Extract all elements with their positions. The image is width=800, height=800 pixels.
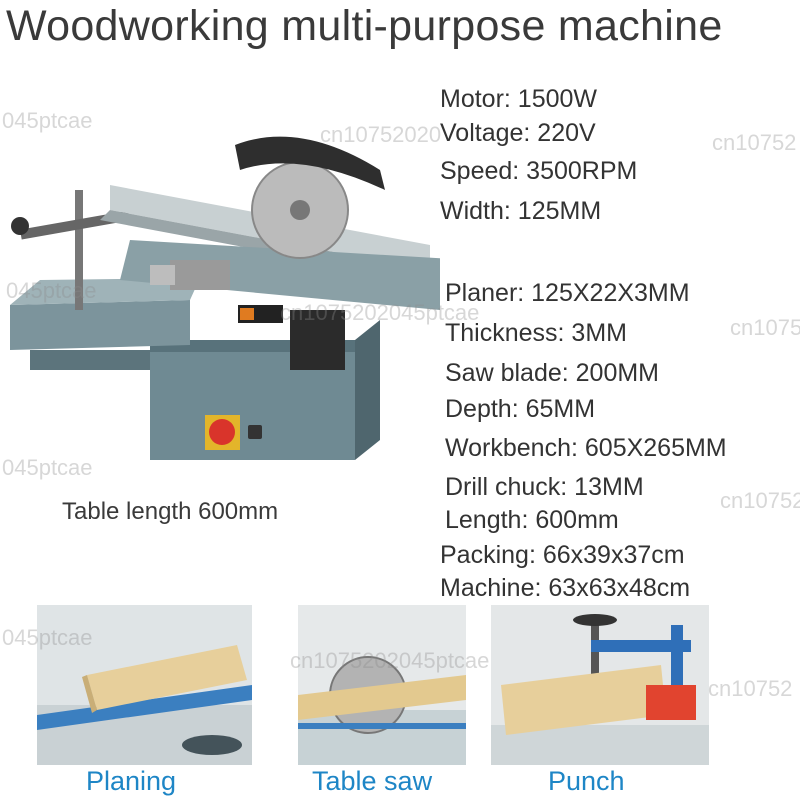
thumbnail-label-table-saw: Table saw xyxy=(312,766,433,796)
spec-width: Width: 125MM xyxy=(440,197,602,225)
watermark: cn10752 xyxy=(720,488,800,513)
thumbnail-label-planing: Planing xyxy=(86,766,177,796)
spec-workbench: Workbench: 605X265MM xyxy=(445,434,727,462)
spec-drill-chuck: Drill chuck: 13MM xyxy=(445,473,644,501)
spec-machine: Machine: 63x63x48cm xyxy=(440,574,691,602)
page-title: Woodworking multi-purpose machine xyxy=(6,2,723,50)
watermark: cn10752 xyxy=(730,315,800,340)
spec-thickness: Thickness: 3MM xyxy=(445,319,627,347)
watermark: cn1075202045ptcae xyxy=(280,300,480,325)
watermark: cn10752020 xyxy=(320,122,442,147)
machine-image xyxy=(10,136,440,460)
watermark: cn10752 xyxy=(708,676,793,701)
thumbnail-label-punch: Punch xyxy=(548,766,625,796)
thumbnail-punch xyxy=(491,605,709,765)
watermark: cn10752 xyxy=(712,130,797,155)
thumbnail-table-saw xyxy=(298,605,466,765)
watermark: 045ptcae xyxy=(6,278,97,303)
spec-packing: Packing: 66x39x37cm xyxy=(440,541,685,569)
spec-length: Length: 600mm xyxy=(445,506,619,534)
watermark: 045ptcae xyxy=(2,625,93,650)
spec-list: Motor: 1500W Voltage: 220V Speed: 3500RP… xyxy=(440,85,727,602)
table-length-caption: Table length 600mm xyxy=(62,498,279,525)
spec-planer: Planer: 125X22X3MM xyxy=(445,279,690,307)
watermark: 045ptcae xyxy=(2,455,93,480)
watermark: cn1075202045ptcae xyxy=(290,648,490,673)
stop-button-icon xyxy=(209,419,235,445)
spec-depth: Depth: 65MM xyxy=(445,395,596,423)
spec-speed: Speed: 3500RPM xyxy=(440,157,638,185)
spec-saw-blade: Saw blade: 200MM xyxy=(445,359,660,387)
watermark: 045ptcae xyxy=(2,108,93,133)
thumbnail-planing xyxy=(37,605,252,765)
spec-voltage: Voltage: 220V xyxy=(440,119,596,147)
spec-motor: Motor: 1500W xyxy=(440,85,598,113)
